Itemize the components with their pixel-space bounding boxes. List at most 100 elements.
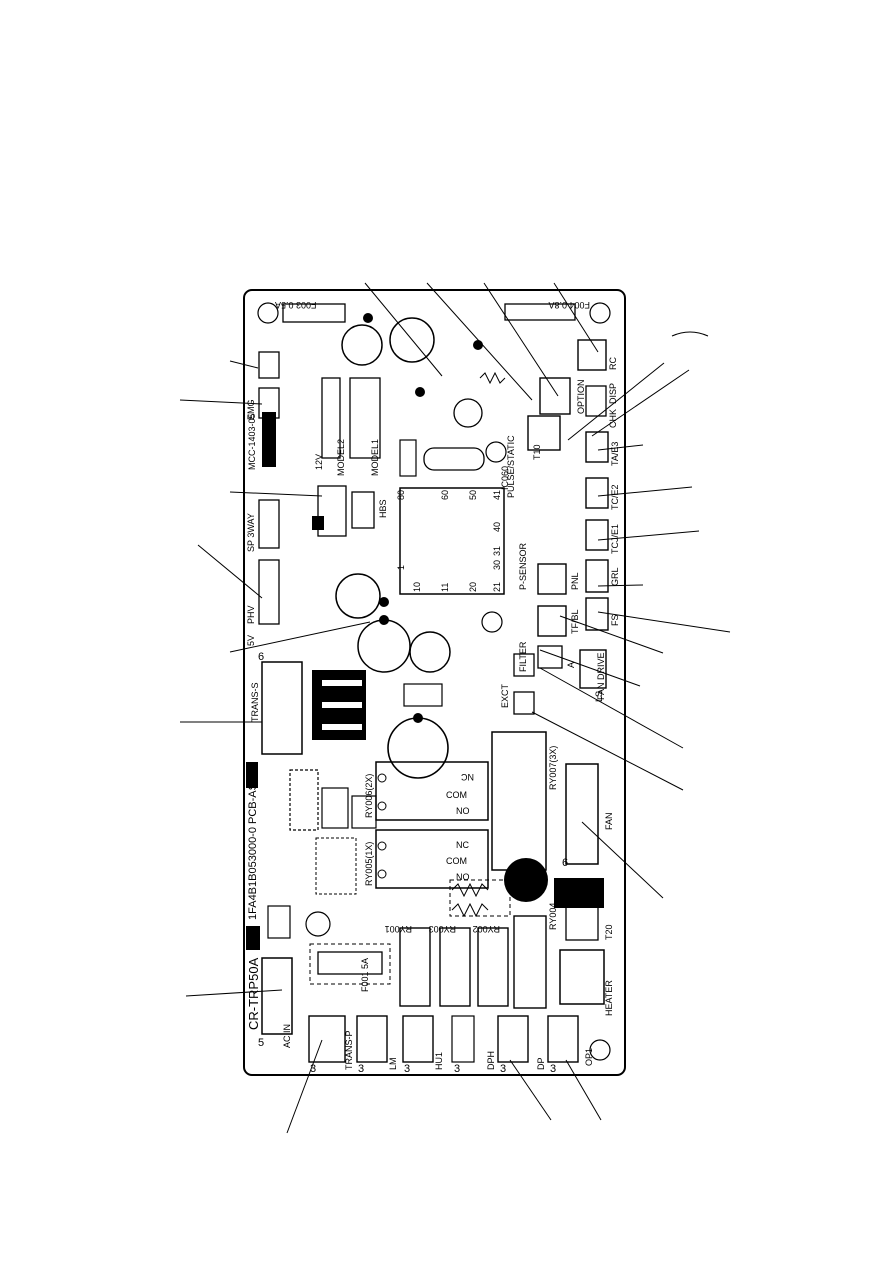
fuse-f003-label: F003 0.5A: [275, 300, 317, 310]
mounting-hole: [589, 302, 611, 324]
ic010: [317, 485, 347, 537]
lm-label: LM: [388, 1057, 398, 1070]
resistor-symbol: [451, 882, 489, 898]
leader-lines: [179, 282, 731, 1134]
t10-label: T10: [532, 444, 542, 460]
ic060-pin-number: 21: [492, 582, 502, 592]
t20-label: T20: [604, 924, 614, 940]
ic060-pin-number: 1: [396, 565, 406, 570]
rc-label: RC: [608, 357, 618, 370]
connector-sp3way: [258, 499, 280, 549]
fan-label: FAN: [604, 812, 614, 830]
dph-label: DPH: [486, 1051, 496, 1070]
connector-dph: [497, 1015, 529, 1063]
fuse-f004-label: F004 0.8A: [548, 300, 590, 310]
connector-chk: [585, 385, 607, 417]
ic040: [321, 377, 341, 459]
ic041: [349, 377, 381, 459]
jp-model1-label: MODEL1: [370, 439, 380, 476]
black-dot: [413, 713, 423, 723]
ry006-com: COM: [446, 790, 467, 800]
disp-label: DISP: [608, 383, 618, 404]
pcb-assy-label: 1FA4B1B053000-0 PCB-ASSY: [247, 768, 259, 920]
trans-p-label: TRANS-P: [344, 1030, 354, 1070]
resistor-symbol: [451, 902, 489, 918]
black-dot: [415, 387, 425, 397]
ry003-label: RY003: [429, 924, 456, 934]
ry005-com: COM: [446, 856, 467, 866]
ic060-pin-number: 30: [492, 560, 502, 570]
capacitor-c151: [357, 619, 411, 673]
ry006-label: RY006(2X): [364, 774, 374, 818]
connector-pnl: [537, 563, 567, 595]
black-block: [246, 926, 260, 950]
pnl-label: PNL: [570, 572, 580, 590]
ry006-no: NO: [456, 806, 470, 816]
ic060-pin-number: 60: [440, 490, 450, 500]
dashed-area: [449, 879, 511, 917]
ac-in-label: AC IN: [282, 1024, 292, 1048]
ry005-no: NO: [456, 872, 470, 882]
black-block: [312, 516, 324, 530]
buzzer-black: [504, 858, 548, 902]
part-number-label: CR-TRP50A: [246, 957, 261, 1030]
ry001-label: RY001: [385, 924, 412, 934]
12v-label: 12V: [314, 454, 324, 470]
model-label: MCC-1403-05: [247, 413, 257, 470]
trans-s-label: TRANS-S: [250, 682, 260, 722]
dashed-area: [309, 943, 391, 985]
pin3: 3: [550, 1063, 556, 1075]
connector-tcj-e1: [585, 519, 609, 551]
ls-label: LS: [594, 691, 604, 702]
connector-exct: [513, 691, 535, 715]
a-label: A: [566, 662, 576, 668]
connector-tf-bl: [537, 605, 567, 637]
dp-label: DP: [536, 1057, 546, 1070]
emg-label: EMG: [246, 399, 256, 420]
relay-pin: [377, 869, 387, 879]
ic060-pin-number: 41: [492, 490, 502, 500]
pulse-static-label: PULSE/STATIC: [506, 435, 516, 498]
heatsink-fin: [322, 680, 362, 686]
ry005-label: RY005(1X): [364, 842, 374, 886]
resistor-symbol: [479, 371, 506, 385]
relay-ry005: [375, 829, 489, 889]
tf-bl-label: TF/BL: [570, 609, 580, 634]
connector-filter: [513, 653, 535, 677]
p-sensor-label: P-SENSOR: [518, 542, 528, 590]
connector-t20: [565, 905, 599, 941]
pin3: 3: [454, 1063, 460, 1075]
connector-grl: [585, 559, 609, 593]
connector-trans-p: [308, 1015, 346, 1063]
5v-label: 5V: [246, 635, 256, 646]
ac-in-pin5: 5: [258, 1037, 264, 1049]
pin3: 3: [310, 1063, 316, 1075]
connector-trans-s: [261, 661, 303, 755]
pin3: 3: [358, 1063, 364, 1075]
connector-hbs: [351, 491, 375, 529]
connector-dp: [547, 1015, 579, 1063]
heater-label: HEATER: [604, 980, 614, 1016]
tc-e2-label: TC/E2: [610, 484, 620, 510]
r-array: [315, 837, 357, 895]
op1-label: OP1: [584, 1048, 594, 1066]
ry002-label: RY002: [473, 924, 500, 934]
ic060-pin-number: 40: [492, 522, 502, 532]
tcj-e1-label: TCJ/E1: [610, 524, 620, 554]
connector-va003: [451, 1015, 475, 1063]
pc301: [289, 769, 319, 831]
option-label: OPTION: [576, 379, 586, 414]
ic060-pin-number: 80: [396, 490, 406, 500]
ic008: [399, 439, 417, 477]
relay-pin: [377, 773, 387, 783]
connector-a: [537, 645, 563, 669]
pin3: 3: [404, 1063, 410, 1075]
black-block: [554, 878, 604, 908]
grl-label: GRL: [610, 567, 620, 586]
capacitor-c203: [453, 398, 483, 428]
fs-label: FS: [610, 614, 620, 626]
relay-ry007: [491, 731, 547, 871]
ry006-nc: NC: [461, 772, 474, 782]
